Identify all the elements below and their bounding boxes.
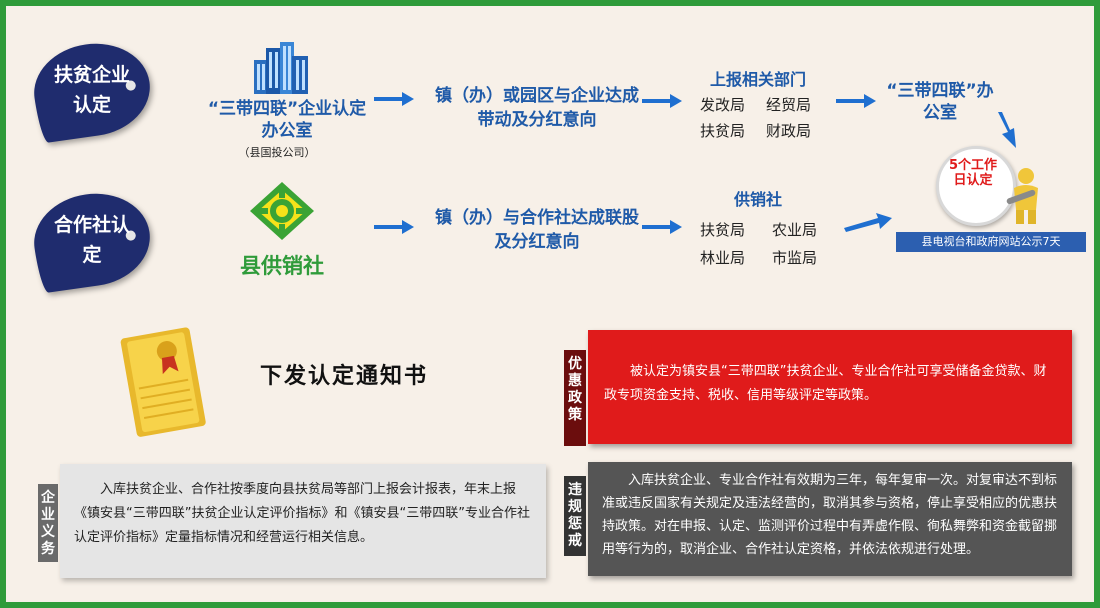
- dept-item: 农业局: [772, 221, 818, 239]
- notice-title: 下发认定通知书: [260, 363, 429, 389]
- row2-dept-grid: 扶贫局 农业局 林业局 市监局: [700, 216, 830, 272]
- badge-circle: [936, 146, 1016, 226]
- arrow-right-icon: [836, 94, 876, 108]
- preferential-label-bg: [564, 350, 586, 446]
- dept-item: 财政局: [766, 122, 812, 140]
- penalty-label-bg: [564, 476, 586, 556]
- office2-title: “三带四联”办公室: [886, 81, 994, 123]
- certificate-icon: [114, 324, 214, 442]
- preferential-box: 被认定为镇安县“三带四联”扶贫企业、专业合作社可享受储备金贷款、财政专项资金支持…: [588, 330, 1072, 444]
- preferential-label: 优惠政策: [568, 356, 582, 423]
- dept-item: 扶贫局: [700, 221, 746, 239]
- row2-dept-title: 供销社: [733, 190, 782, 209]
- arrow-down-icon: [996, 112, 1018, 148]
- penalty-label: 违规惩戒: [568, 482, 582, 549]
- leaf-enterprise-label: 扶贫企业认定: [53, 64, 130, 116]
- penalty-text: 入库扶贫企业、专业合作社有效期为三年，每年复审一次。对复审达不到标准或违反国家有…: [602, 473, 1058, 557]
- row1-dept-title: 上报相关部门: [709, 70, 806, 89]
- dept-item: 市监局: [772, 249, 818, 267]
- dept-item: 发改局: [700, 96, 746, 114]
- building-icon: [252, 42, 310, 98]
- arrow-up-right-icon: [844, 212, 892, 232]
- office-subtitle: （县国投公司）: [238, 146, 316, 159]
- person-icon: [1006, 166, 1046, 230]
- obligation-text: 入库扶贫企业、合作社按季度向县扶贫局等部门上报会计报表，年末上报《镇安县“三带四…: [74, 482, 530, 545]
- dept-item: 扶贫局: [700, 122, 746, 140]
- publicity-banner: 县电视台和政府网站公示7天: [896, 232, 1086, 252]
- row1-dept-grid: 发改局 经贸局 扶贫局 财政局: [700, 92, 830, 144]
- penalty-box: 入库扶贫企业、专业合作社有效期为三年，每年复审一次。对复审达不到标准或违反国家有…: [588, 462, 1072, 576]
- leaf-enterprise: 扶贫企业认定: [28, 36, 156, 144]
- preferential-text: 被认定为镇安县“三带四联”扶贫企业、专业合作社可享受储备金贷款、财政专项资金支持…: [604, 364, 1047, 403]
- leaf-cooperative-label: 合作社认定: [53, 214, 130, 266]
- badge-text: 5个工作日认定: [948, 158, 998, 188]
- arrow-right-icon: [642, 220, 682, 234]
- obligation-label-bg: [38, 484, 58, 562]
- obligation-label: 企业义务: [41, 490, 55, 557]
- arrow-right-icon: [374, 220, 414, 234]
- row2-step2: 镇（办）与合作社达成联股及分红意向: [435, 208, 639, 252]
- dept-item: 经贸局: [766, 96, 812, 114]
- leaf-cooperative: 合作社认定: [28, 186, 156, 294]
- arrow-right-icon: [642, 94, 682, 108]
- dept-item: 林业局: [700, 249, 746, 267]
- office-title: “三带四联”企业认定办公室: [207, 99, 367, 141]
- obligation-box: 入库扶贫企业、合作社按季度向县扶贫局等部门上报会计报表，年末上报《镇安县“三带四…: [60, 464, 546, 578]
- row1-step2: 镇（办）或园区与企业达成带动及分红意向: [435, 86, 639, 130]
- supply-coop-title: 县供销社: [240, 254, 324, 278]
- arrow-right-icon: [374, 92, 414, 106]
- supply-coop-logo-icon: [250, 182, 314, 244]
